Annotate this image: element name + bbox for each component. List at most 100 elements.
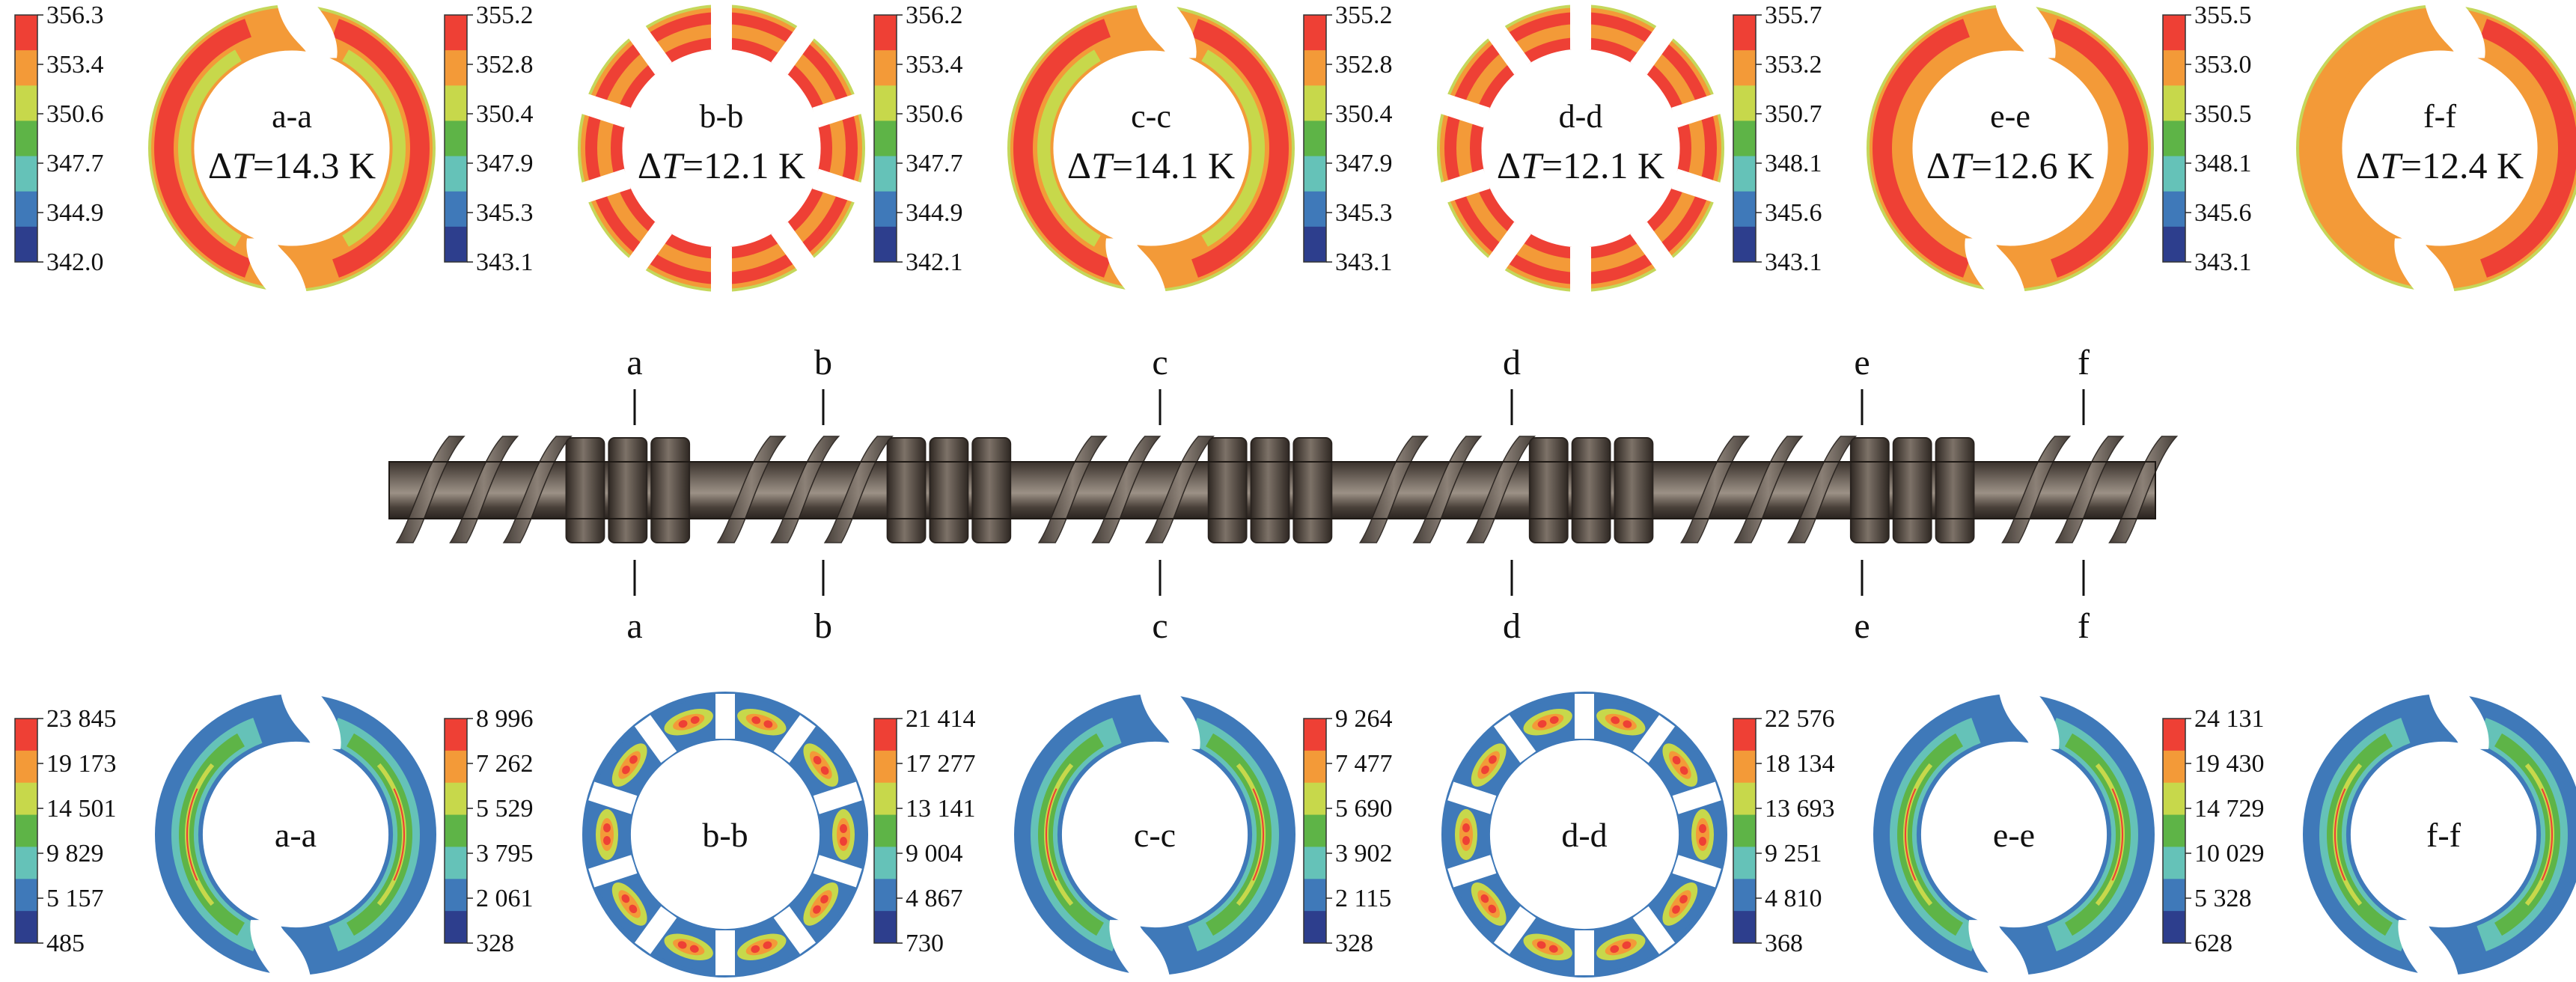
kneading-block-gap xyxy=(579,168,631,204)
pressure-pocket xyxy=(664,933,713,960)
delta-t-label: ΔT=14.3 K xyxy=(208,144,376,186)
pressure-pocket xyxy=(737,933,787,960)
delta-t-label: ΔT=12.1 K xyxy=(638,144,805,186)
contour-band xyxy=(2065,733,2131,936)
contour-band xyxy=(1904,788,1917,881)
contour-band xyxy=(2490,49,2554,247)
colorbar-frame xyxy=(2162,718,2186,944)
contour-band xyxy=(2541,788,2554,881)
kneading-block-gap xyxy=(715,930,735,975)
delta-t-label: ΔT=12.4 K xyxy=(2356,144,2524,186)
flight-gap-top xyxy=(1999,692,2060,749)
section-marker-label-bottom: c xyxy=(1152,606,1168,646)
pressure-pocket xyxy=(611,743,647,787)
colorbar-frame xyxy=(1303,14,1327,263)
colorbar-segment xyxy=(1304,85,1326,121)
colorbar-segment xyxy=(15,191,37,228)
kneading-block-gap xyxy=(1447,855,1497,888)
kneading-disc xyxy=(971,437,1012,543)
shear-rate-contour xyxy=(1014,692,1295,977)
colorbar-tick-label: 9 004 xyxy=(906,840,963,867)
shaft-hole xyxy=(1061,741,1248,928)
section-marker-label-top: a xyxy=(626,343,642,382)
colorbar-segment xyxy=(2163,847,2185,879)
kneading-disc xyxy=(1935,437,1975,543)
pressure-pocket xyxy=(803,882,839,926)
contour-band xyxy=(2047,718,2138,951)
kneading-block-gap xyxy=(1672,855,1721,888)
contour-band xyxy=(393,788,406,881)
colorbar-tick-label: 352.8 xyxy=(476,51,534,79)
kneading-disc xyxy=(1614,437,1654,543)
colorbar-tick-label: 353.4 xyxy=(46,51,104,79)
section-label: b-b xyxy=(702,816,748,854)
section-marker-label-bottom: d xyxy=(1503,606,1521,646)
colorbar-tick-label: 9 829 xyxy=(46,840,104,867)
shear-rate-contour xyxy=(1873,692,2155,977)
colorbar-segment xyxy=(1304,814,1326,847)
colorbar-segment xyxy=(874,847,897,879)
colorbar-segment xyxy=(15,814,37,847)
contour-band xyxy=(1236,763,1266,906)
section-label: a-a xyxy=(272,98,312,135)
colorbar-segment xyxy=(1733,156,1756,192)
pressure-pocket xyxy=(611,882,647,926)
colorbar-segment xyxy=(1304,719,1326,751)
kneading-block-gap xyxy=(771,23,817,75)
kneading-block-gap xyxy=(1630,23,1676,75)
colorbar-segment xyxy=(1733,50,1756,86)
colorbar-tick-label: 485 xyxy=(46,930,85,957)
colorbar-tick-label: 353.2 xyxy=(1765,51,1822,79)
section-label: e-e xyxy=(1993,816,2035,854)
colorbar-tick-label: 5 328 xyxy=(2194,885,2252,912)
section-marker-label-top: b xyxy=(814,343,832,382)
colorbar-segment xyxy=(445,814,467,847)
section-label: e-e xyxy=(1990,98,2030,135)
section-label: d-d xyxy=(1559,98,1603,135)
temperature-contour xyxy=(1867,3,2154,293)
colorbar-segment xyxy=(2163,782,2185,816)
kneading-disc xyxy=(886,437,927,543)
shaft-hole xyxy=(2350,741,2537,928)
contour-band xyxy=(1896,49,1960,247)
colorbar-segment xyxy=(15,750,37,784)
delta-t-label: ΔT=12.6 K xyxy=(1926,144,2094,186)
temperature-panel-f-f: 355.5353.0350.5348.1345.6343.1f-fΔT=12.4… xyxy=(2162,1,2576,293)
colorbar-frame xyxy=(873,14,897,263)
colorbar-segment xyxy=(874,226,897,263)
colorbar-tick-label: 5 157 xyxy=(46,885,104,912)
kneading-block-gap xyxy=(1447,781,1497,814)
colorbar-segment xyxy=(874,719,897,751)
pressure-pocket xyxy=(1596,933,1646,960)
colorbar-segment xyxy=(2163,814,2185,847)
section-marker-label-bottom: e xyxy=(1854,606,1870,646)
colorbar-segment xyxy=(874,15,897,51)
section-marker-label-top: d xyxy=(1503,343,1521,382)
colorbar-tick-label: 353.4 xyxy=(906,51,963,79)
colorbar-tick-label: 368 xyxy=(1765,930,1803,957)
flight-gap-top xyxy=(277,3,338,58)
colorbar-segment xyxy=(15,85,37,121)
colorbar-frame xyxy=(444,718,468,944)
colorbar-segment xyxy=(15,879,37,912)
colorbar-tick-label: 355.2 xyxy=(476,1,534,29)
colorbar-segment xyxy=(2163,191,2185,228)
contour-band xyxy=(1188,718,1279,951)
colorbar-tick-label: 350.6 xyxy=(46,100,104,128)
kneading-disc xyxy=(565,437,605,543)
contour-band xyxy=(2333,763,2363,906)
kneading-disc xyxy=(1292,437,1333,543)
shaft-hole xyxy=(622,49,821,248)
contour-band xyxy=(342,49,406,247)
kneading-disc xyxy=(929,437,969,543)
colorbar-segment xyxy=(2163,719,2185,751)
temperature-contour xyxy=(1007,3,1295,293)
